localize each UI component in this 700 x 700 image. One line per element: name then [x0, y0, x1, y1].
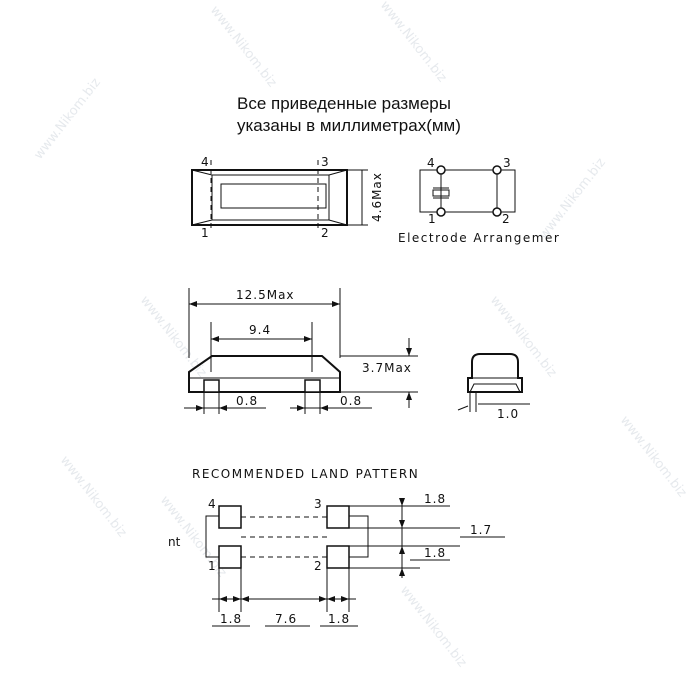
crystal-body [432, 189, 450, 197]
electrode-pin-4: 4 [427, 156, 435, 170]
top-view-inner-frame [211, 174, 330, 221]
watermark-2: www.Nikom.biz [377, 0, 450, 85]
watermark-4: www.Nikom.biz [536, 155, 609, 242]
watermark-6: www.Nikom.biz [137, 293, 210, 380]
electrode-pin-2: 2 [502, 212, 510, 226]
electrode-outline [419, 169, 516, 213]
side-left-pad-arrow-b [219, 405, 227, 411]
side-pad-span-arrow-right [304, 336, 312, 342]
top-view-bevel-bl [191, 219, 213, 226]
end-view-body [467, 353, 523, 393]
top-view-bevel-tl [191, 169, 213, 176]
land-bottom-arrow-2 [233, 596, 241, 602]
top-view-bevel-tr [328, 169, 348, 176]
side-height-arrow-bottom [406, 392, 412, 400]
land-pattern-title: RECOMMENDED LAND PATTERN [192, 467, 419, 481]
land-right-dim-2: 1.7 [470, 523, 492, 537]
electrode-pin-1: 1 [428, 212, 436, 226]
side-view-pad-right [304, 379, 321, 393]
top-view-body [191, 169, 348, 226]
electrode-pin-3: 3 [503, 156, 511, 170]
electrode-arrangement: 4 3 1 2 Electrode Arrangemer [398, 156, 560, 245]
land-bottom-dim-1: 1.8 [220, 612, 242, 626]
land-right-arrow-2 [399, 520, 405, 528]
land-bottom-dim-2: 7.6 [275, 612, 297, 626]
land-bottom-arrow-1 [219, 596, 227, 602]
land-right-arrow-3 [399, 546, 405, 554]
land-pad-4 [218, 505, 242, 529]
land-pin-1: 1 [208, 559, 216, 573]
top-view-pin-3: 3 [321, 155, 329, 169]
land-pad-1 [218, 545, 242, 569]
top-view-height-dim: 4.6Max [370, 172, 384, 222]
side-view-body [188, 355, 341, 393]
watermark-3: www.Nikom.biz [31, 75, 104, 162]
electrode-node-3 [492, 165, 502, 175]
side-view-pad-left [203, 379, 220, 393]
electrode-label: Electrode Arrangemer [398, 231, 560, 245]
side-left-pad-dim: 0.8 [236, 394, 258, 408]
side-height-dim: 3.7Max [362, 361, 412, 375]
end-view: 1.0 [457, 353, 530, 421]
electrode-node-2 [492, 207, 502, 217]
top-view-marking-window [220, 183, 327, 209]
watermark-10: www.Nikom.biz [397, 583, 470, 670]
land-pattern: RECOMMENDED LAND PATTERN 4 3 1 2 nt 1.8 … [168, 467, 505, 627]
land-pad-2 [326, 545, 350, 569]
land-pin-4: 4 [208, 497, 216, 511]
end-view-terminal [469, 383, 521, 393]
land-bracket-right [349, 515, 369, 558]
land-right-arrow-1 [399, 498, 405, 506]
side-length-arrow-left [189, 301, 197, 307]
side-height-arrow-top [406, 348, 412, 356]
end-view-dim: 1.0 [497, 407, 519, 421]
land-right-arrow-4 [399, 568, 405, 576]
land-cut-text: nt [168, 535, 181, 549]
land-bracket-left [205, 515, 219, 558]
caption-line-2: указаны в миллиметрах(мм) [237, 116, 461, 135]
side-pad-span-dim: 9.4 [249, 323, 271, 337]
watermark-7: www.Nikom.biz [617, 413, 690, 500]
side-right-pad-arrow-a [297, 405, 305, 411]
electrode-node-1 [436, 207, 446, 217]
land-bottom-arrow-4 [319, 596, 327, 602]
land-pad-3 [326, 505, 350, 529]
electrode-node-4 [436, 165, 446, 175]
side-pad-span-arrow-left [211, 336, 219, 342]
side-view: 12.5Max 9.4 3.7Max 0.8 0.8 [184, 288, 418, 414]
land-bottom-arrow-5 [327, 596, 335, 602]
top-view-bevel-br [328, 219, 348, 226]
watermark-1: www.Nikom.biz [207, 3, 280, 90]
side-right-pad-arrow-b [320, 405, 328, 411]
watermark-5: www.Nikom.biz [487, 293, 560, 380]
side-length-arrow-right [332, 301, 340, 307]
top-view-pin-1: 1 [201, 226, 209, 240]
side-right-pad-dim: 0.8 [340, 394, 362, 408]
top-view: 4 3 1 2 4.6Max [191, 155, 384, 240]
land-pin-3: 3 [314, 497, 322, 511]
land-bottom-arrow-3 [241, 596, 249, 602]
side-length-dim: 12.5Max [236, 288, 295, 302]
land-right-dim-3: 1.8 [424, 546, 446, 560]
top-view-pin-2: 2 [321, 226, 329, 240]
land-right-dim-1: 1.8 [424, 492, 446, 506]
caption-line-1: Все приведенные размеры [237, 94, 451, 113]
land-bottom-arrow-6 [341, 596, 349, 602]
land-pin-2: 2 [314, 559, 322, 573]
land-bottom-dim-3: 1.8 [328, 612, 350, 626]
top-view-pin-4: 4 [201, 155, 209, 169]
side-left-pad-arrow-a [196, 405, 204, 411]
end-view-arrow-line-a [457, 405, 469, 411]
watermark-8: www.Nikom.biz [57, 453, 130, 540]
